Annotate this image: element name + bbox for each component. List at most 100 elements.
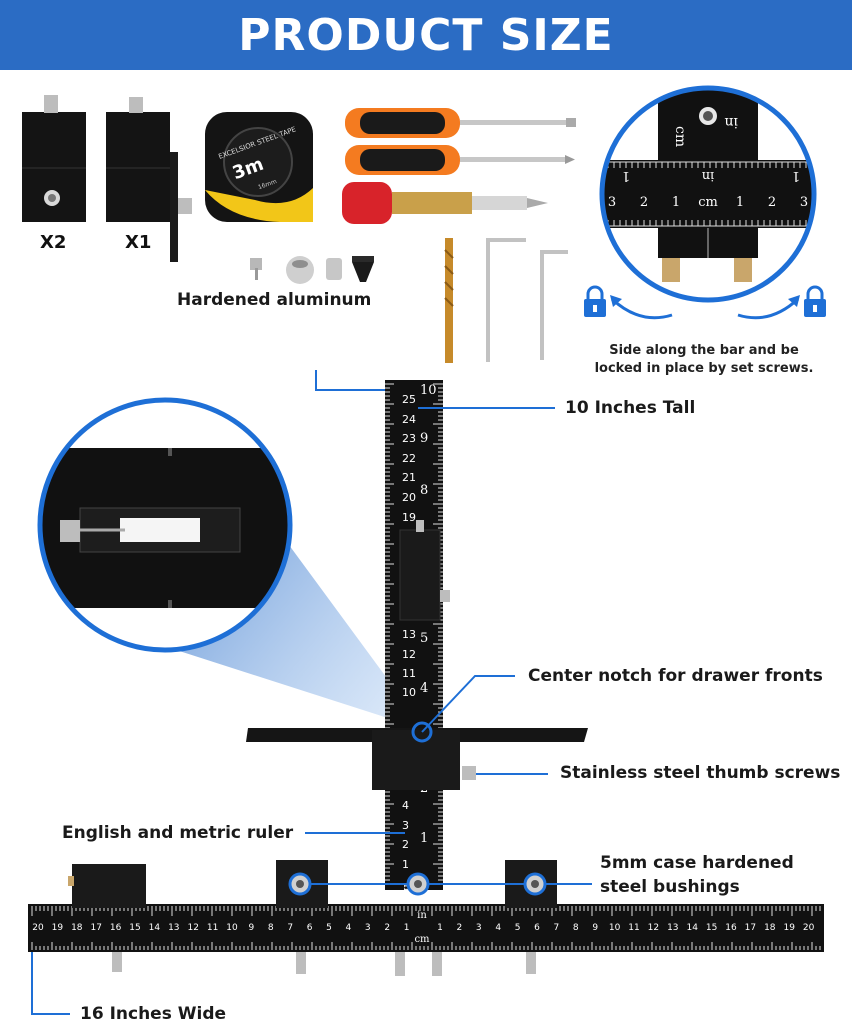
vertical-inch-label: 4 — [420, 681, 428, 696]
vertical-cm-label: 19 — [402, 511, 416, 524]
center-punch-image — [342, 182, 548, 224]
material-label: Hardened aluminum — [177, 290, 372, 310]
horizontal-cm-label: 6 — [534, 923, 540, 933]
horizontal-cm-label: 17 — [745, 923, 756, 933]
center-notch-callout: Center notch for drawer fronts — [528, 666, 823, 686]
end-stop-block-image — [106, 97, 192, 262]
vertical-inch-label: 1 — [420, 831, 428, 846]
drill-bit-image — [444, 238, 454, 363]
horizontal-cm-label: 4 — [346, 923, 352, 933]
horizontal-cm-label: 20 — [803, 923, 815, 933]
horizontal-cm-label: 3 — [476, 923, 482, 933]
slide-block — [399, 529, 441, 621]
zoom-cm-label: cm — [672, 126, 688, 147]
vertical-cm-label: 23 — [402, 432, 416, 445]
zoom-cm-tick: 3 — [800, 195, 808, 210]
horizontal-cm-label: 16 — [725, 923, 737, 933]
horizontal-cm-label: 5 — [515, 923, 521, 933]
vertical-inch-label: 5 — [420, 631, 428, 646]
tape-measure-image: EXCELSIOR STEEL TAPE 3m 16mm — [205, 112, 313, 222]
horizontal-cm-label: 19 — [52, 923, 64, 933]
vertical-bottom-label: in — [401, 884, 414, 895]
jig-assembly: 25242322212019141312111065432110985421in… — [28, 370, 824, 1015]
horizontal-cm-label: 1 — [404, 923, 410, 933]
horizontal-cm-label: 10 — [226, 923, 238, 933]
horizontal-cm-label: 15 — [129, 923, 140, 933]
horizontal-cm-label: 9 — [592, 923, 598, 933]
block-b-quantity: X1 — [125, 232, 152, 253]
accessories-illustration: EXCELSIOR STEEL TAPE 3m 16mm — [22, 95, 576, 363]
lock-icon — [804, 285, 826, 317]
screws-and-bushings-image — [250, 256, 374, 284]
horizontal-cm-label: 12 — [187, 923, 198, 933]
vertical-cm-label: 11 — [402, 667, 416, 680]
vertical-cm-label: 25 — [402, 393, 416, 406]
vertical-cm-label: 22 — [402, 452, 416, 465]
horizontal-cm-label: 16 — [110, 923, 122, 933]
horizontal-center-in: in — [417, 910, 427, 921]
ruler-callout: English and metric ruler — [62, 823, 294, 843]
zoom-cm-tick: 2 — [640, 195, 648, 210]
height-callout: 10 Inches Tall — [565, 398, 696, 418]
allen-keys-image — [486, 238, 568, 362]
page-title: PRODUCT SIZE — [238, 9, 614, 61]
horizontal-cm-label: 9 — [249, 923, 255, 933]
thumb-screw — [462, 766, 476, 780]
horizontal-cm-label: 10 — [609, 923, 621, 933]
zoom-cm-tick: 1 — [672, 195, 680, 210]
horizontal-cm-label: 2 — [384, 923, 390, 933]
zoom-cm-tick: cm — [698, 195, 718, 210]
horizontal-cm-label: 14 — [149, 923, 161, 933]
horizontal-cm-label: 1 — [437, 923, 443, 933]
bushings-callout-line1: 5mm case hardened — [600, 853, 794, 873]
horizontal-cm-label: 13 — [168, 923, 179, 933]
horizontal-center-cm: cm — [414, 934, 430, 945]
vertical-cm-label: 20 — [402, 491, 416, 504]
horizontal-cm-label: 7 — [554, 923, 560, 933]
center-notch-marker — [411, 721, 433, 743]
horizontal-cm-label: 17 — [90, 923, 101, 933]
horizontal-cm-label: 15 — [706, 923, 717, 933]
horizontal-ruler — [28, 904, 824, 952]
width-callout: 16 Inches Wide — [80, 1004, 227, 1024]
drill-guide-block-image — [22, 95, 86, 222]
horizontal-cm-label: 7 — [287, 923, 293, 933]
horizontal-cm-label: 20 — [32, 923, 44, 933]
lock-icon — [584, 285, 606, 317]
vertical-cm-label: 13 — [402, 628, 416, 641]
arrow-left-icon — [610, 297, 673, 320]
bushings-callout-line2: steel bushings — [600, 877, 740, 897]
horizontal-cm-label: 11 — [628, 923, 639, 933]
horizontal-cm-label: 8 — [573, 923, 579, 933]
horizontal-cm-label: 11 — [207, 923, 218, 933]
block-a-quantity: X2 — [40, 232, 67, 253]
vertical-cm-label: 24 — [402, 413, 416, 426]
notch-detail-zoom — [37, 397, 425, 730]
end-stop — [72, 864, 146, 908]
thumb-screws-callout: Stainless steel thumb screws — [560, 763, 841, 783]
zoom-in-tick: 1 — [622, 168, 630, 183]
zoom-cm-tick: 1 — [736, 195, 744, 210]
vertical-cm-label: 2 — [402, 838, 409, 851]
vertical-inch-label: 9 — [420, 431, 428, 446]
horizontal-cm-label: 4 — [495, 923, 501, 933]
zoom-cm-tick: 3 — [608, 195, 616, 210]
leader-line — [315, 370, 385, 391]
zoom-cm-scale: 3 2 1 cm 1 2 3 — [608, 195, 808, 210]
lock-arrows — [584, 285, 826, 320]
header-banner: PRODUCT SIZE — [0, 0, 852, 70]
vertical-cm-label: 4 — [402, 799, 409, 812]
horizontal-cm-label: 14 — [686, 923, 698, 933]
horizontal-cm-label: 5 — [326, 923, 332, 933]
callout-leaders — [31, 407, 592, 1015]
zoom-in-tick: 1 — [792, 168, 800, 183]
zoom-cm-tick: 2 — [768, 195, 776, 210]
zoom-in-label: in — [725, 114, 739, 130]
horizontal-cm-label: 8 — [268, 923, 274, 933]
horizontal-cm-label: 3 — [365, 923, 371, 933]
horizontal-cm-label: 6 — [307, 923, 313, 933]
horizontal-cm-label: 19 — [783, 923, 795, 933]
horizontal-cm-label: 18 — [764, 923, 776, 933]
